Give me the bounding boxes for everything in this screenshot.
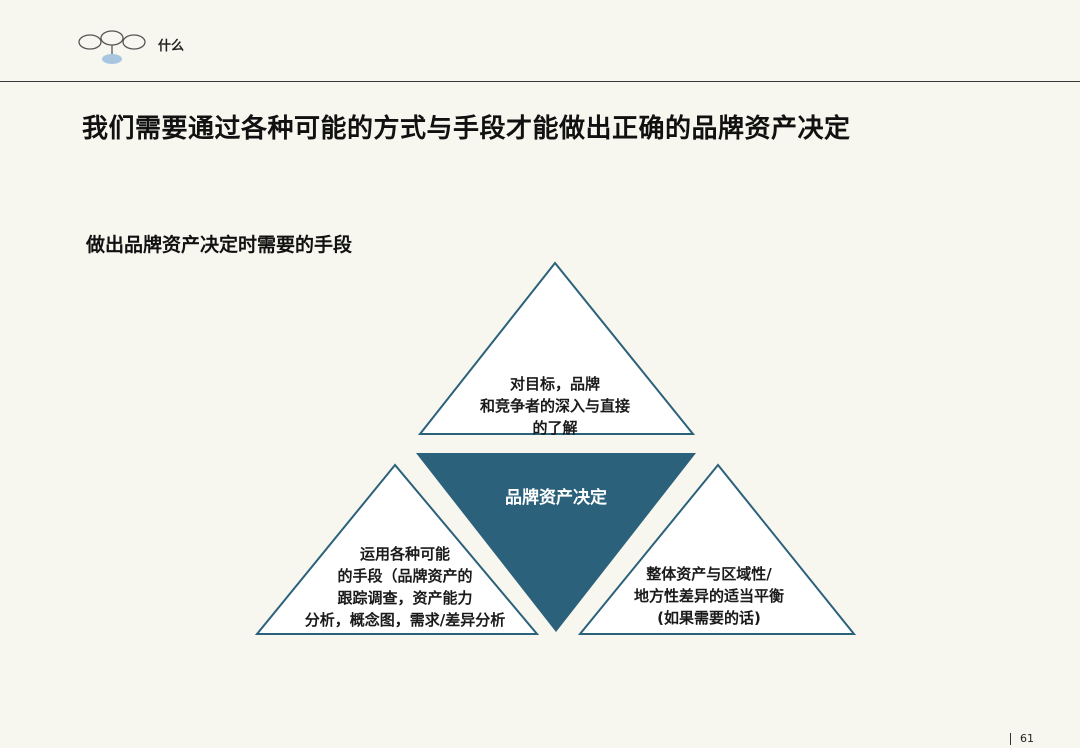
page-number: 61 (1020, 732, 1034, 745)
diagram-subtitle: 做出品牌资产决定时需要的手段 (86, 234, 353, 256)
left-triangle (254, 463, 540, 635)
top-text-line: 和竞争者的深入与直接 (479, 397, 630, 415)
top-triangle-text: 对目标，品牌 和竞争者的深入与直接 的了解 (455, 373, 655, 439)
left-text-line: 跟踪调查，资产能力 (337, 589, 473, 607)
page-number-divider (1010, 733, 1011, 745)
right-triangle-text: 整体资产与区域性/ 地方性差异的适当平衡 (如果需要的话) (594, 563, 824, 629)
top-text-line: 的了解 (532, 419, 578, 437)
left-text-line: 运用各种可能 (359, 545, 450, 563)
center-label: 品牌资产决定 (505, 488, 607, 508)
header-divider (0, 81, 1080, 82)
top-text-line: 对目标，品牌 (509, 375, 600, 393)
right-text-line: 整体资产与区域性/ (646, 565, 772, 583)
right-text-line: 地方性差异的适当平衡 (633, 587, 784, 605)
left-triangle-text: 运用各种可能 的手段（品牌资产的 跟踪调查，资产能力 分析，概念图，需求/差异分… (290, 543, 520, 631)
page-title: 我们需要通过各种可能的方式与手段才能做出正确的品牌资产决定 (82, 114, 851, 144)
top-triangle (417, 261, 696, 435)
left-text-line: 的手段（品牌资产的 (337, 567, 473, 585)
right-text-line: (如果需要的话) (657, 609, 761, 627)
left-text-line: 分析，概念图，需求/差异分析 (304, 611, 506, 629)
logo-icon (78, 30, 146, 64)
section-label: 什么 (158, 39, 185, 54)
right-triangle (577, 463, 857, 635)
center-triangle (416, 453, 696, 632)
